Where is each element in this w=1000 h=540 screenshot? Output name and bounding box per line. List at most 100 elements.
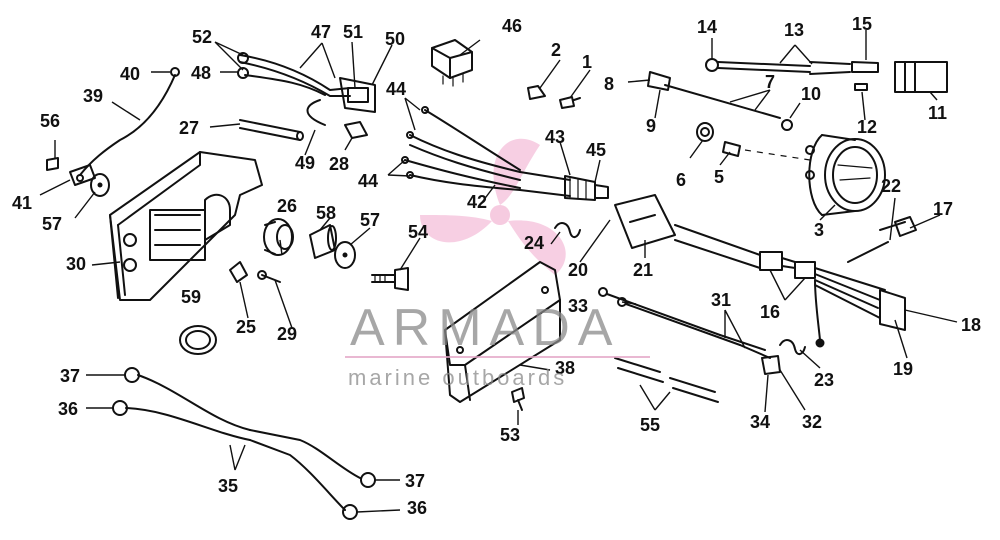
control-box-housing [109, 151, 263, 301]
grommet-34 [761, 355, 781, 375]
cable-7 [647, 71, 793, 131]
callout-21: 21 [633, 260, 653, 280]
callout-35: 35 [218, 476, 238, 496]
screw-53 [511, 387, 525, 411]
watermark-brand: ARMADA [350, 299, 620, 357]
callout-36: 36 [58, 399, 78, 419]
callout-32: 32 [802, 412, 822, 432]
wire-connector [344, 121, 368, 139]
callout-33: 33 [568, 296, 588, 316]
callout-41: 41 [12, 193, 32, 213]
callout-10: 10 [801, 84, 821, 104]
power-pack [444, 261, 561, 403]
callout-38: 38 [555, 358, 575, 378]
grommet [263, 218, 294, 256]
insulating-sleeve [239, 119, 304, 141]
plug-connector [564, 175, 609, 201]
callout-16: 16 [760, 302, 780, 322]
callout-1: 1 [582, 52, 592, 72]
callout-19: 19 [893, 359, 913, 379]
callout-23: 23 [814, 370, 834, 390]
callout-9: 9 [646, 116, 656, 136]
callout-47: 47 [311, 22, 331, 42]
cable-13 [705, 58, 879, 75]
callout-11: 11 [928, 103, 947, 123]
callout-55: 55 [640, 415, 660, 435]
watermark-tagline: marine outboards [348, 365, 567, 390]
washer-right [334, 241, 356, 269]
callout-31: 31 [711, 290, 731, 310]
callout-14: 14 [697, 17, 717, 37]
small-screw [559, 96, 581, 109]
main-wiring-harness [614, 194, 906, 348]
callout-44b: 44 [358, 171, 378, 191]
callout-40: 40 [120, 64, 140, 84]
clip [229, 261, 248, 283]
ground-strap [46, 67, 180, 186]
callout-15: 15 [852, 14, 872, 34]
callout-13: 13 [784, 20, 804, 40]
callout-37: 37 [60, 366, 80, 386]
spring-clip-24 [554, 222, 581, 238]
sleeves-55 [614, 357, 719, 403]
callout-12: 12 [857, 117, 877, 137]
callout-51: 51 [343, 22, 363, 42]
callout-57: 57 [42, 214, 62, 234]
callout-8: 8 [604, 74, 614, 94]
callout-20: 20 [568, 260, 588, 280]
callout-26: 26 [277, 196, 297, 216]
lamp-bulb [722, 141, 741, 157]
callout-7: 7 [765, 72, 775, 92]
lamp-socket [696, 122, 714, 142]
callout-52: 52 [192, 27, 212, 47]
connector-housing [894, 61, 948, 93]
callout-27: 27 [179, 118, 199, 138]
gauge [805, 134, 886, 216]
mounting-screw [371, 267, 409, 291]
screw-small [257, 270, 281, 283]
callout-44: 44 [386, 79, 406, 99]
callout-43: 43 [545, 127, 565, 147]
callout-17: 17 [933, 199, 953, 219]
bullet-connector [847, 216, 917, 263]
callout-46: 46 [502, 16, 522, 36]
callout-57b: 57 [360, 210, 380, 230]
callout-54: 54 [408, 222, 428, 242]
callout-37b: 37 [405, 471, 425, 491]
battery-cable-35 [112, 367, 376, 520]
callout-49: 49 [295, 153, 315, 173]
callout-50: 50 [385, 29, 405, 49]
callout-53: 53 [500, 425, 520, 445]
callout-34: 34 [750, 412, 770, 432]
callout-2: 2 [551, 40, 561, 60]
callout-45: 45 [586, 140, 606, 160]
callout-39: 39 [83, 86, 103, 106]
callout-22: 22 [881, 176, 901, 196]
wire-harness-42 [401, 106, 571, 197]
callout-24: 24 [524, 233, 544, 253]
bracket-clip [527, 85, 546, 100]
watermark-propeller-logo [420, 138, 566, 275]
callout-29: 29 [277, 324, 297, 344]
callout-56: 56 [40, 111, 60, 131]
callout-18: 18 [961, 315, 981, 335]
callout-3: 3 [814, 220, 824, 240]
callout-6: 6 [676, 170, 686, 190]
callout-36b: 36 [407, 498, 427, 518]
key-switch-harness [237, 52, 376, 126]
relay [431, 39, 473, 87]
callout-5: 5 [714, 167, 724, 187]
callout-25: 25 [236, 317, 256, 337]
callout-28: 28 [329, 154, 349, 174]
watermark: ARMADA marine outboards [345, 299, 650, 390]
callout-42: 42 [467, 192, 487, 212]
sleeve [309, 224, 337, 259]
leader-lines [39, 30, 958, 513]
callout-59: 59 [181, 287, 201, 307]
pin [854, 83, 868, 91]
callout-30: 30 [66, 254, 86, 274]
callout-labels: 1 2 3 5 6 7 8 9 10 11 12 13 14 15 16 17 … [12, 14, 981, 518]
callout-58: 58 [316, 203, 336, 223]
